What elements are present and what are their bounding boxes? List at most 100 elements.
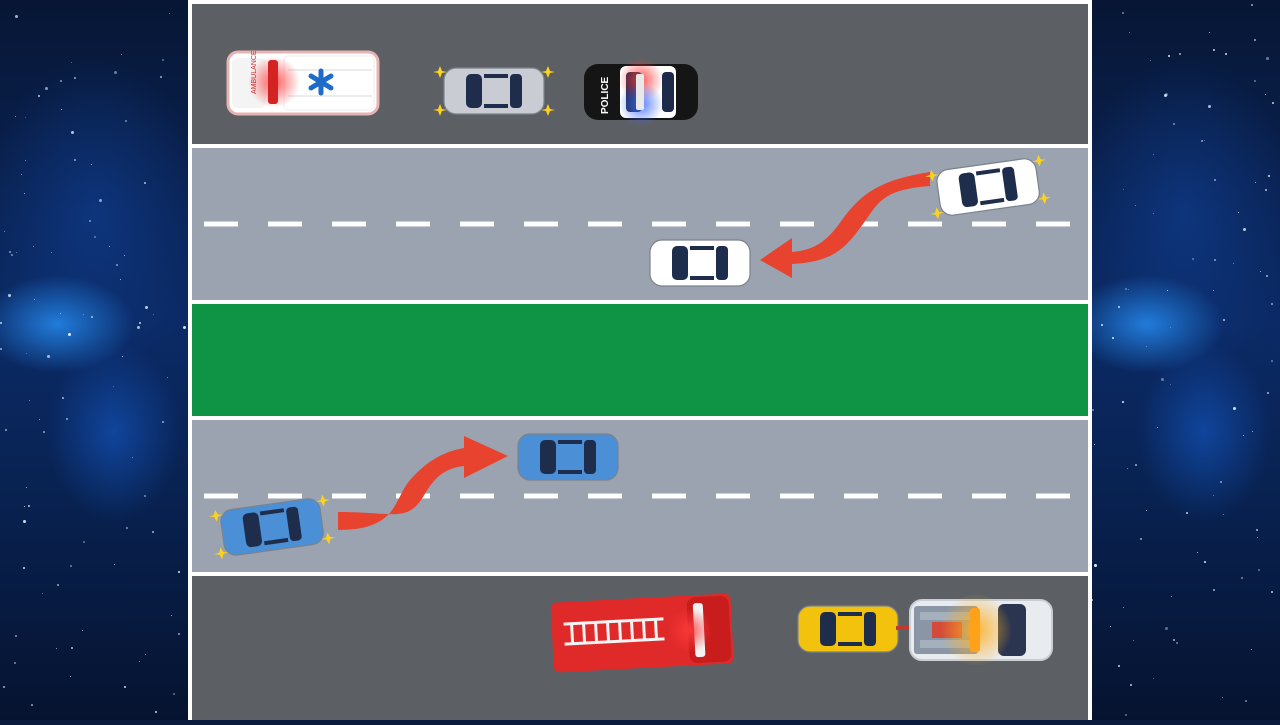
star bbox=[99, 199, 102, 202]
star bbox=[1140, 538, 1142, 540]
star bbox=[1271, 303, 1273, 305]
star bbox=[1170, 327, 1171, 328]
star bbox=[1122, 401, 1124, 403]
star bbox=[1157, 427, 1158, 428]
star bbox=[15, 116, 16, 117]
star bbox=[91, 316, 93, 318]
star bbox=[68, 333, 71, 336]
star bbox=[1123, 607, 1124, 608]
star bbox=[11, 254, 13, 256]
star bbox=[1213, 49, 1215, 51]
star bbox=[1094, 444, 1095, 445]
ambulance: AMBULANCE bbox=[226, 50, 380, 116]
star bbox=[60, 80, 62, 82]
star bbox=[1208, 105, 1211, 108]
star bbox=[24, 506, 25, 507]
star bbox=[16, 252, 17, 253]
star bbox=[25, 160, 26, 161]
star bbox=[1271, 591, 1273, 593]
star bbox=[51, 252, 52, 253]
star bbox=[15, 635, 17, 637]
star bbox=[1165, 627, 1168, 630]
star bbox=[0, 348, 2, 350]
star bbox=[1128, 289, 1129, 290]
star bbox=[1251, 4, 1253, 6]
star bbox=[1268, 175, 1270, 177]
star bbox=[1167, 290, 1168, 291]
star bbox=[8, 294, 11, 297]
star bbox=[1130, 684, 1132, 686]
star bbox=[1267, 392, 1269, 394]
star bbox=[1135, 464, 1137, 466]
star bbox=[34, 299, 35, 300]
blue-car-changing-lane bbox=[209, 494, 336, 560]
star bbox=[28, 505, 30, 507]
star bbox=[167, 377, 168, 378]
star bbox=[152, 531, 154, 533]
star bbox=[1213, 290, 1214, 291]
star bbox=[1201, 140, 1203, 142]
star bbox=[173, 693, 175, 695]
star bbox=[1118, 665, 1120, 667]
star bbox=[145, 306, 148, 309]
star bbox=[1135, 205, 1136, 206]
star bbox=[139, 661, 140, 662]
star bbox=[38, 95, 40, 97]
star bbox=[145, 654, 146, 655]
star bbox=[1146, 346, 1147, 347]
star bbox=[1179, 53, 1181, 55]
star bbox=[42, 593, 43, 594]
star bbox=[33, 246, 34, 247]
star bbox=[26, 353, 27, 354]
police-label: POLICE bbox=[600, 76, 611, 114]
star bbox=[139, 322, 141, 324]
star bbox=[144, 495, 146, 497]
star bbox=[1161, 378, 1164, 381]
star bbox=[1197, 552, 1198, 553]
star bbox=[1209, 32, 1210, 33]
star bbox=[1164, 94, 1167, 97]
star bbox=[121, 54, 122, 55]
star bbox=[9, 251, 11, 253]
hazard-lights-icon bbox=[209, 494, 336, 560]
star bbox=[61, 109, 62, 110]
star bbox=[1127, 468, 1128, 469]
star bbox=[60, 313, 61, 314]
star bbox=[1146, 510, 1147, 511]
star bbox=[74, 159, 76, 161]
star bbox=[1238, 212, 1239, 213]
star bbox=[39, 419, 40, 420]
star bbox=[21, 174, 22, 175]
star bbox=[71, 131, 74, 134]
star bbox=[1266, 275, 1268, 277]
star bbox=[91, 164, 92, 165]
star bbox=[1123, 189, 1124, 190]
star bbox=[1153, 213, 1154, 214]
star bbox=[1243, 228, 1246, 231]
star bbox=[82, 630, 83, 631]
star bbox=[23, 520, 26, 523]
star bbox=[1153, 678, 1154, 679]
yellow-car-towed bbox=[797, 605, 899, 653]
star bbox=[169, 13, 170, 14]
star bbox=[1223, 514, 1224, 515]
space-background-right bbox=[1090, 0, 1280, 720]
police-car: POLICE bbox=[584, 58, 698, 126]
star bbox=[1133, 640, 1134, 641]
star bbox=[116, 264, 118, 266]
star bbox=[1204, 140, 1205, 141]
grass-median bbox=[192, 304, 1088, 416]
star bbox=[1125, 714, 1127, 716]
star bbox=[1173, 639, 1175, 641]
star bbox=[57, 584, 59, 586]
star bbox=[31, 704, 33, 706]
stars-left bbox=[0, 0, 190, 720]
move-over-arrow-top bbox=[760, 172, 930, 278]
star bbox=[1265, 189, 1267, 191]
star bbox=[155, 711, 157, 713]
star bbox=[160, 76, 162, 78]
star bbox=[1214, 259, 1216, 261]
star bbox=[1176, 642, 1178, 644]
white-car-changing-lane bbox=[925, 154, 1052, 220]
star bbox=[1213, 589, 1215, 591]
